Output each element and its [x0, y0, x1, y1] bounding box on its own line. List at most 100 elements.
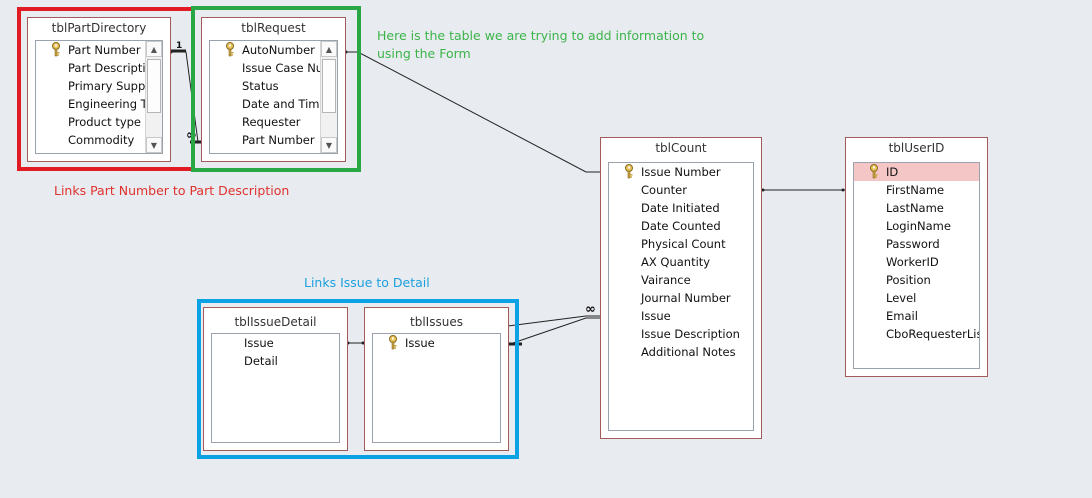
- field-row[interactable]: Counter: [609, 181, 753, 199]
- field-row[interactable]: Issue: [609, 307, 753, 325]
- scroll-down-icon[interactable]: ▼: [321, 137, 337, 153]
- table-title[interactable]: tblIssues: [410, 315, 463, 329]
- table-part-directory[interactable]: tblPartDirectory Part Number Part Descri…: [27, 17, 171, 162]
- field-row-selected[interactable]: ID: [854, 163, 979, 181]
- field-name: Issue: [244, 336, 274, 350]
- field-row[interactable]: FirstName: [854, 181, 979, 199]
- field-row[interactable]: Requester: [210, 113, 337, 131]
- scroll-up-icon[interactable]: ▲: [321, 41, 337, 57]
- field-row[interactable]: LastName: [854, 199, 979, 217]
- field-row[interactable]: Issue: [212, 334, 339, 352]
- field-row[interactable]: Commodity: [36, 131, 162, 149]
- table-title[interactable]: tblUserID: [888, 141, 945, 155]
- field-name: Additional Notes: [641, 345, 736, 359]
- field-row[interactable]: Engineering Typ: [36, 95, 162, 113]
- field-name: AutoNumber: [242, 43, 315, 57]
- field-row[interactable]: Physical Count: [609, 235, 753, 253]
- field-name: Date and Time: [242, 97, 327, 111]
- field-row[interactable]: Product type: [36, 113, 162, 131]
- blue-annotation: Links Issue to Detail: [304, 275, 430, 290]
- vertical-scrollbar[interactable]: ▲ ▼: [145, 41, 162, 153]
- relationship-one-label: 1: [176, 41, 183, 51]
- field-name: Issue Description: [641, 327, 740, 341]
- field-row[interactable]: Additional Notes: [609, 343, 753, 361]
- field-row[interactable]: Issue Case Num: [210, 59, 337, 77]
- field-row[interactable]: CboRequesterList: [854, 325, 979, 343]
- field-name: Detail: [244, 354, 278, 368]
- field-name: Counter: [641, 183, 687, 197]
- field-row[interactable]: Part Number: [36, 41, 162, 59]
- field-name: Part Number: [68, 43, 141, 57]
- field-row[interactable]: Position: [854, 271, 979, 289]
- field-row[interactable]: Status: [210, 77, 337, 95]
- field-name: Date Counted: [641, 219, 721, 233]
- table-issues[interactable]: tblIssues Issue: [364, 307, 509, 451]
- scroll-thumb[interactable]: [147, 59, 161, 113]
- field-list[interactable]: Issue: [372, 333, 501, 443]
- field-name: LoginName: [886, 219, 951, 233]
- field-row[interactable]: WorkerID: [854, 253, 979, 271]
- field-row[interactable]: Journal Number: [609, 289, 753, 307]
- table-title[interactable]: tblRequest: [241, 21, 306, 35]
- field-row[interactable]: Part Number: [210, 131, 337, 149]
- field-row[interactable]: Detail: [212, 352, 339, 370]
- field-row[interactable]: Password: [854, 235, 979, 253]
- field-name: Primary Supplie: [68, 79, 159, 93]
- field-name: Part Descriptio: [68, 61, 153, 75]
- field-name: AX Quantity: [641, 255, 711, 269]
- field-row[interactable]: AX Quantity: [609, 253, 753, 271]
- field-row[interactable]: Date and Time: [210, 95, 337, 113]
- field-name: CboRequesterList: [886, 327, 980, 341]
- vertical-scrollbar[interactable]: ▲ ▼: [320, 41, 337, 153]
- scroll-thumb[interactable]: [322, 59, 336, 113]
- primary-key-icon: [623, 163, 637, 181]
- field-row[interactable]: Issue Description: [609, 325, 753, 343]
- field-name: Physical Count: [641, 237, 726, 251]
- field-row[interactable]: Vairance: [609, 271, 753, 289]
- primary-key-icon: [50, 41, 64, 59]
- field-name: Issue: [405, 336, 435, 350]
- field-name: Level: [886, 291, 917, 305]
- relationship-line-issues-count-2: [509, 317, 600, 345]
- green-highlight-frame: [191, 6, 361, 172]
- table-user-id[interactable]: tblUserID ID FirstName LastName LoginNam…: [845, 137, 988, 377]
- table-issue-detail[interactable]: tblIssueDetail Issue Detail: [203, 307, 348, 451]
- field-row[interactable]: Issue Number: [609, 163, 753, 181]
- field-row[interactable]: Part Descriptio: [36, 59, 162, 77]
- primary-key-icon: [224, 41, 238, 59]
- field-name: ID: [886, 165, 899, 179]
- field-row[interactable]: Date Counted: [609, 217, 753, 235]
- field-name: Vairance: [641, 273, 691, 287]
- field-name: Issue Number: [641, 165, 721, 179]
- table-count[interactable]: tblCount Issue Number Counter Date Initi…: [600, 137, 762, 439]
- table-request[interactable]: tblRequest AutoNumber Issue Case Num Sta…: [201, 17, 346, 162]
- field-list[interactable]: AutoNumber Issue Case Num Status Date an…: [209, 40, 338, 154]
- field-name: Status: [242, 79, 279, 93]
- field-list[interactable]: Issue Detail: [211, 333, 340, 443]
- green-annotation-line-2: using the Form: [377, 46, 471, 61]
- table-title[interactable]: tblIssueDetail: [234, 315, 317, 329]
- field-name: Date Initiated: [641, 201, 720, 215]
- field-name: Issue Case Num: [242, 61, 335, 75]
- field-row[interactable]: AutoNumber: [210, 41, 337, 59]
- field-row[interactable]: LoginName: [854, 217, 979, 235]
- scroll-up-icon[interactable]: ▲: [146, 41, 162, 57]
- field-name: Password: [886, 237, 940, 251]
- blue-highlight-frame: [197, 299, 519, 459]
- field-name: Engineering Typ: [68, 97, 160, 111]
- field-row[interactable]: Date Initiated: [609, 199, 753, 217]
- field-list[interactable]: Issue Number Counter Date Initiated Date…: [608, 162, 754, 431]
- field-row[interactable]: Level: [854, 289, 979, 307]
- table-title[interactable]: tblCount: [655, 141, 707, 155]
- field-list[interactable]: Part Number Part Descriptio Primary Supp…: [35, 40, 163, 154]
- field-list[interactable]: ID FirstName LastName LoginName Password…: [853, 162, 980, 369]
- primary-key-icon: [387, 334, 401, 352]
- table-title[interactable]: tblPartDirectory: [51, 21, 147, 35]
- scroll-down-icon[interactable]: ▼: [146, 137, 162, 153]
- green-annotation-line-1: Here is the table we are trying to add i…: [377, 28, 705, 43]
- field-row[interactable]: Email: [854, 307, 979, 325]
- relationship-line-request-count: [345, 51, 600, 173]
- primary-key-icon: [868, 163, 882, 181]
- field-row[interactable]: Issue: [373, 334, 500, 352]
- field-row[interactable]: Primary Supplie: [36, 77, 162, 95]
